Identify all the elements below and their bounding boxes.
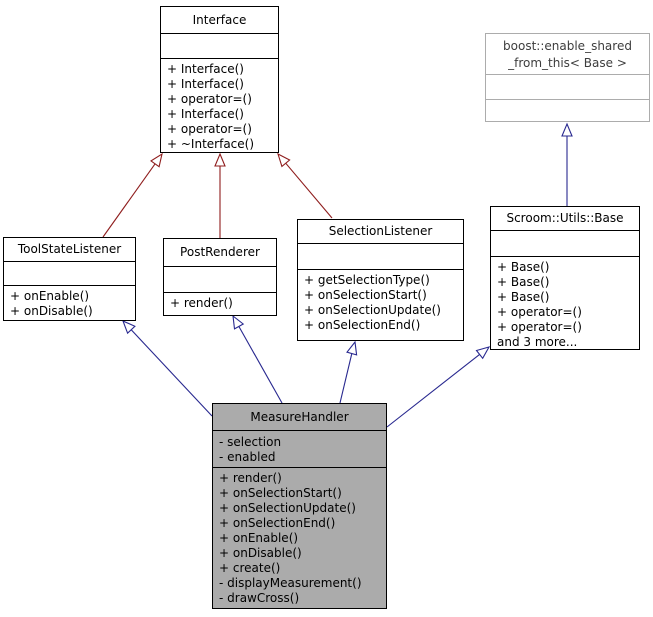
arrowhead-measurehandler-to-toolstatelistener bbox=[122, 319, 136, 335]
class-box-postrenderer[interactable]: PostRenderer + render() bbox=[163, 238, 277, 316]
method-item: - displayMeasurement() bbox=[219, 576, 362, 590]
attributes-compartment-interface bbox=[161, 33, 278, 58]
class-box-selectionlistener[interactable]: SelectionListener + getSelectionType() +… bbox=[297, 219, 464, 341]
class-name-boost: boost::enable_shared _from_this< Base > bbox=[486, 34, 649, 74]
method-item: + Interface() bbox=[167, 107, 244, 121]
method-item: + onEnable() bbox=[219, 531, 299, 545]
arrow-toolstatelistener-to-interface bbox=[102, 163, 156, 238]
arrowhead-measurehandler-to-selectionlistener bbox=[346, 340, 358, 356]
method-item: + Base() bbox=[497, 260, 550, 274]
method-item: + operator=() bbox=[167, 122, 252, 136]
arrow-measurehandler-to-toolstatelistener bbox=[130, 329, 213, 417]
method-item: + ~Interface() bbox=[167, 137, 255, 151]
method-item: + onSelectionEnd() bbox=[219, 516, 336, 530]
arrow-measurehandler-to-selectionlistener bbox=[339, 353, 353, 404]
method-item: + render() bbox=[219, 471, 282, 485]
method-item: + onSelectionUpdate() bbox=[304, 303, 441, 317]
arrowhead-measurehandler-to-postrenderer bbox=[232, 314, 245, 330]
attributes-compartment-toolstatelistener bbox=[4, 261, 135, 285]
attributes-compartment-boost bbox=[486, 74, 649, 99]
class-box-toolstatelistener[interactable]: ToolStateListener + onEnable() + onDisab… bbox=[3, 237, 136, 321]
attribute-item: - enabled bbox=[219, 450, 276, 464]
red-inheritance-arrows bbox=[102, 152, 333, 238]
method-item: + onSelectionEnd() bbox=[304, 318, 421, 332]
method-item: + operator=() bbox=[167, 92, 252, 106]
method-item: + Interface() bbox=[167, 62, 244, 76]
attribute-item: - selection bbox=[219, 435, 282, 449]
method-item: + onSelectionStart() bbox=[219, 486, 342, 500]
method-item: + onSelectionUpdate() bbox=[219, 501, 356, 515]
class-box-scroom-utils-base[interactable]: Scroom::Utils::Base + Base() + Base() + … bbox=[490, 206, 640, 350]
class-name-postrenderer: PostRenderer bbox=[180, 245, 260, 259]
arrowhead-selectionlistener-to-interface bbox=[277, 152, 291, 168]
arrow-measurehandler-to-scroom-utils-base bbox=[386, 353, 480, 428]
method-item: + onDisable() bbox=[10, 304, 93, 318]
attributes-compartment-measurehandler: - selection - enabled bbox=[213, 430, 386, 467]
methods-compartment-interface: + Interface() + Interface() + operator=(… bbox=[161, 58, 278, 152]
method-item: + create() bbox=[219, 561, 281, 575]
method-item: + Base() bbox=[497, 275, 550, 289]
method-item: + operator=() bbox=[497, 320, 582, 334]
method-item: + getSelectionType() bbox=[304, 273, 430, 287]
methods-compartment-postrenderer: + render() bbox=[164, 292, 276, 315]
class-name-boost-line1: boost::enable_shared bbox=[503, 39, 632, 53]
arrowhead-postrenderer-to-interface bbox=[214, 152, 226, 167]
methods-compartment-boost bbox=[486, 99, 649, 121]
method-item: + onEnable() bbox=[10, 289, 90, 303]
methods-compartment-selectionlistener: + getSelectionType() + onSelectionStart(… bbox=[298, 269, 463, 340]
arrow-measurehandler-to-postrenderer bbox=[238, 326, 283, 404]
method-item: - drawCross() bbox=[219, 591, 300, 605]
method-item: + render() bbox=[170, 296, 233, 310]
class-name-selectionlistener: SelectionListener bbox=[328, 224, 433, 238]
class-name-toolstatelistener: ToolStateListener bbox=[17, 242, 122, 256]
method-item-more-indicator: and 3 more... bbox=[497, 335, 578, 349]
method-item: + Interface() bbox=[167, 77, 244, 91]
arrowhead-toolstatelistener-to-interface bbox=[150, 152, 163, 168]
methods-compartment-measurehandler: + render() + onSelectionStart() + onSele… bbox=[213, 467, 386, 608]
method-item: + onDisable() bbox=[219, 546, 302, 560]
class-name-measurehandler: MeasureHandler bbox=[250, 410, 349, 424]
attributes-compartment-postrenderer bbox=[164, 266, 276, 292]
attributes-compartment-scroom-utils-base bbox=[491, 230, 639, 256]
methods-compartment-toolstatelistener: + onEnable() + onDisable() bbox=[4, 285, 135, 320]
class-name-boost-line2: _from_this< Base > bbox=[508, 56, 627, 70]
method-item: + operator=() bbox=[497, 305, 582, 319]
method-item: + onSelectionStart() bbox=[304, 288, 427, 302]
methods-compartment-scroom-utils-base: + Base() + Base() + Base() + operator=()… bbox=[491, 256, 639, 349]
class-box-measurehandler[interactable]: MeasureHandler - selection - enabled + r… bbox=[212, 403, 387, 609]
method-item: + Base() bbox=[497, 290, 550, 304]
class-box-boost-enable-shared-from-this[interactable]: boost::enable_shared _from_this< Base > bbox=[485, 33, 650, 122]
arrow-selectionlistener-to-interface bbox=[285, 162, 333, 219]
class-box-interface[interactable]: Interface + Interface() + Interface() + … bbox=[160, 6, 279, 153]
class-name-scroom-utils-base: Scroom::Utils::Base bbox=[506, 211, 624, 225]
class-name-interface: Interface bbox=[192, 13, 247, 27]
blue-inheritance-arrows bbox=[122, 122, 573, 428]
arrowhead-scroom-utils-base-to-boost bbox=[561, 122, 573, 137]
attributes-compartment-selectionlistener bbox=[298, 243, 463, 269]
arrowhead-measurehandler-to-scroom-utils-base bbox=[475, 346, 491, 360]
